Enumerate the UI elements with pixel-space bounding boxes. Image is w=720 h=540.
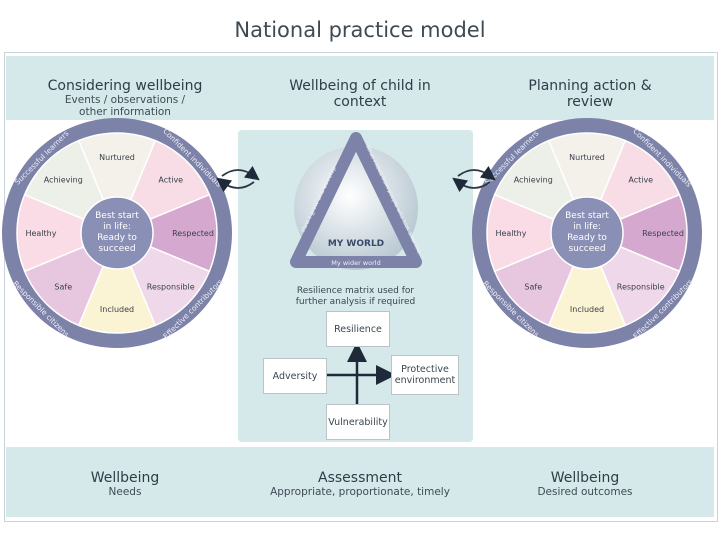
triangle-outline	[290, 132, 422, 268]
cycle-arrow-lower	[452, 177, 491, 193]
hub-label: Best start	[565, 211, 609, 221]
adversity-box: Adversity	[263, 358, 327, 394]
cycle-arrows-right	[452, 165, 496, 193]
hub-label: Ready to	[97, 233, 137, 243]
segment-label: Respected	[172, 229, 214, 238]
vulnerability-box: Vulnerability	[326, 404, 390, 440]
segment-label: Safe	[54, 283, 72, 292]
my-world-label: MY WORLD	[328, 239, 384, 249]
segment-label: Active	[628, 175, 653, 184]
wheel-segment	[77, 231, 157, 334]
footer-title: Wellbeing	[550, 470, 620, 486]
protective-environment-box: Protective environment	[391, 355, 459, 395]
footer-wellbeing-needs: Wellbeing Needs	[60, 470, 190, 498]
header-wellbeing-of-child: Wellbeing of child in context	[275, 78, 445, 110]
segment-label: Nurtured	[99, 153, 135, 162]
footer-subtitle: Appropriate, proportionate, timely	[270, 486, 450, 498]
segment-label: Achieving	[44, 175, 83, 184]
header-title: Planning action & review	[528, 78, 652, 110]
segment-label: Nurtured	[569, 153, 605, 162]
footer-subtitle: Needs	[108, 486, 142, 498]
header-title: Considering wellbeing	[47, 78, 203, 94]
segment-label: Included	[570, 305, 604, 314]
hub-label: in life:	[103, 222, 131, 232]
hub-label: succeed	[568, 244, 605, 254]
segment-label: Active	[158, 175, 183, 184]
resilience-matrix-caption: Resilience matrix used for further analy…	[238, 286, 473, 308]
wheel-segment	[547, 231, 627, 334]
cycle-arrow-upper	[457, 165, 496, 181]
cycle-arrow-upper	[221, 165, 260, 181]
header-band	[6, 56, 714, 120]
hub-label: succeed	[98, 244, 135, 254]
hub-label: Ready to	[567, 233, 607, 243]
wheel-segment	[16, 193, 119, 273]
header-subtitle: Events / observations / other informatio…	[64, 94, 186, 118]
footer-subtitle: Desired outcomes	[537, 486, 633, 498]
header-considering-wellbeing: Considering wellbeing Events / observati…	[30, 78, 220, 118]
wellbeing-wheel-left: NurturedActiveRespectedResponsibleInclud…	[2, 118, 232, 348]
footer-title: Wellbeing	[90, 470, 160, 486]
header-planning-action: Planning action & review	[505, 78, 675, 110]
page-title: National practice model	[234, 18, 486, 42]
resilience-box: Resilience	[326, 311, 390, 347]
wheel-hub	[80, 196, 154, 270]
segment-label: Healthy	[25, 229, 56, 238]
segment-label: Included	[100, 305, 134, 314]
footer-assessment: Assessment Appropriate, proportionate, t…	[250, 470, 470, 498]
cycle-arrow-lower	[216, 177, 255, 193]
segment-label: Responsible	[617, 283, 665, 292]
my-wider-world-label: My wider world	[331, 259, 380, 267]
wheel-segment	[77, 132, 157, 235]
footer-band	[6, 447, 714, 517]
segment-label: Respected	[642, 229, 684, 238]
globe	[294, 146, 418, 270]
hub-label: in life:	[573, 222, 601, 232]
caption-line: Resilience matrix used for	[296, 286, 415, 296]
resilience-matrix-axes	[325, 342, 396, 404]
footer-title: Assessment	[318, 470, 402, 486]
footer-wellbeing-outcomes: Wellbeing Desired outcomes	[520, 470, 650, 498]
wellbeing-wheel-right: NurturedActiveRespectedResponsibleInclud…	[472, 118, 702, 348]
wheel-segment	[547, 132, 627, 235]
hub-label: Best start	[95, 211, 139, 221]
header-title: Wellbeing of child in context	[289, 78, 431, 110]
segment-label: Achieving	[514, 175, 553, 184]
segment-label: Responsible	[147, 283, 195, 292]
wheel-segment	[585, 193, 688, 273]
segment-label: Safe	[524, 283, 542, 292]
wheel-segment	[115, 193, 218, 273]
wheel-hub	[550, 196, 624, 270]
segment-label: Healthy	[495, 229, 526, 238]
wheel-segment	[486, 193, 589, 273]
cycle-arrows-left	[216, 165, 260, 193]
caption-line: further analysis if required	[295, 297, 416, 307]
